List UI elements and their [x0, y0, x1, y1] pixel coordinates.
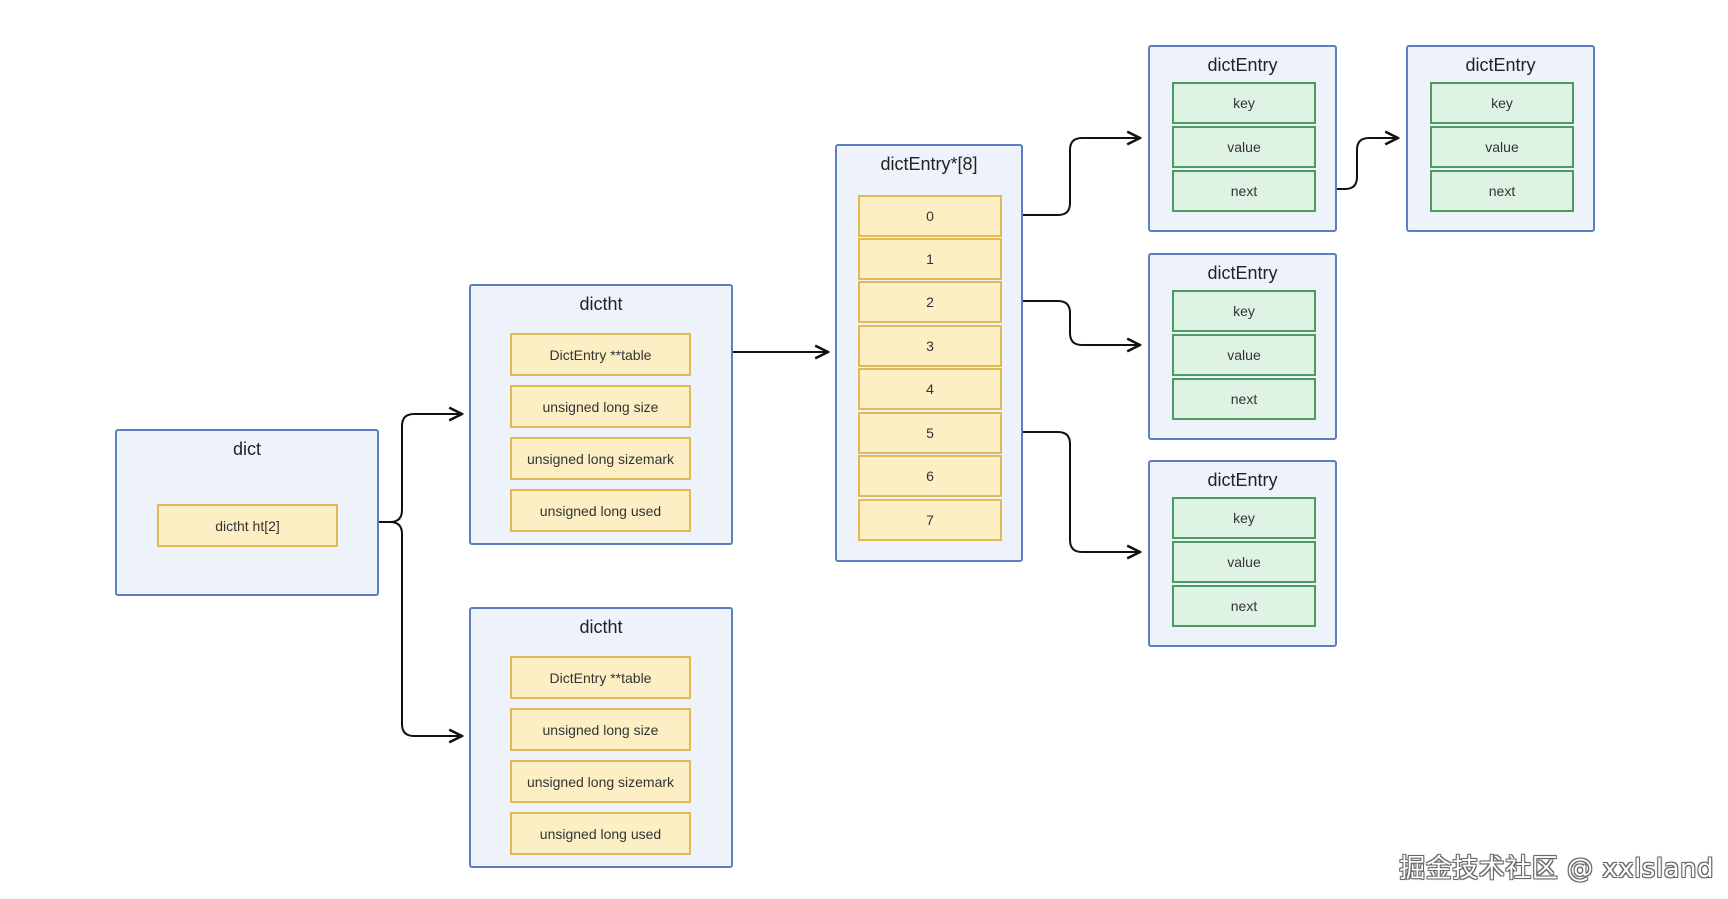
entry-field-next: next — [1172, 378, 1316, 420]
entry-field-value: value — [1172, 334, 1316, 376]
dictht-field-sizemark: unsigned long sizemark — [510, 437, 691, 480]
entry-field-key: key — [1172, 82, 1316, 124]
bucket-array-title: dictEntry*[8] — [880, 154, 978, 174]
dictht-field-sizemark: unsigned long sizemark — [510, 760, 691, 803]
entry-field-value: value — [1172, 126, 1316, 168]
bucket-slot-0: 0 — [858, 195, 1002, 237]
bucket-slot-6: 6 — [858, 455, 1002, 497]
dict-title: dict — [232, 439, 261, 459]
dictht-struct-2: dictht DictEntry **table unsigned long s… — [469, 607, 733, 868]
dictht-field-table: DictEntry **table — [510, 656, 691, 699]
dict-struct: dict dictht ht[2] — [115, 429, 379, 596]
dict-entry-title: dictEntry — [1465, 55, 1536, 75]
dictht-field-used: unsigned long used — [510, 489, 691, 532]
bucket-slot-5: 5 — [858, 412, 1002, 454]
dict-entry-4: dictEntry key value next — [1148, 460, 1337, 647]
dictht-struct-1: dictht DictEntry **table unsigned long s… — [469, 284, 733, 545]
entry-field-key: key — [1430, 82, 1574, 124]
entry-field-next: next — [1172, 585, 1316, 627]
dict-entry-title: dictEntry — [1207, 470, 1278, 490]
entry-field-value: value — [1430, 126, 1574, 168]
dict-field-ht: dictht ht[2] — [157, 504, 338, 547]
entry-field-key: key — [1172, 290, 1316, 332]
bucket-slot-4: 4 — [858, 368, 1002, 410]
dictht-field-size: unsigned long size — [510, 385, 691, 428]
entry-field-key: key — [1172, 497, 1316, 539]
bucket-array: dictEntry*[8] 0 1 2 3 4 5 6 7 — [835, 144, 1023, 562]
dictht-title: dictht — [579, 617, 623, 637]
dict-entry-3: dictEntry key value next — [1148, 253, 1337, 440]
dictht-field-used: unsigned long used — [510, 812, 691, 855]
bucket-slot-2: 2 — [858, 281, 1002, 323]
entry-field-value: value — [1172, 541, 1316, 583]
bucket-slot-1: 1 — [858, 238, 1002, 280]
bucket-slot-3: 3 — [858, 325, 1002, 367]
dictht-field-size: unsigned long size — [510, 708, 691, 751]
dict-entry-title: dictEntry — [1207, 55, 1278, 75]
watermark: 掘金技术社区 @ xxlsland — [1399, 854, 1714, 884]
entry-field-next: next — [1430, 170, 1574, 212]
dict-entry-2: dictEntry key value next — [1406, 45, 1595, 232]
dict-entry-1: dictEntry key value next — [1148, 45, 1337, 232]
bucket-slot-7: 7 — [858, 499, 1002, 541]
dictht-field-table: DictEntry **table — [510, 333, 691, 376]
dictht-title: dictht — [579, 294, 623, 314]
dict-entry-title: dictEntry — [1207, 263, 1278, 283]
entry-field-next: next — [1172, 170, 1316, 212]
